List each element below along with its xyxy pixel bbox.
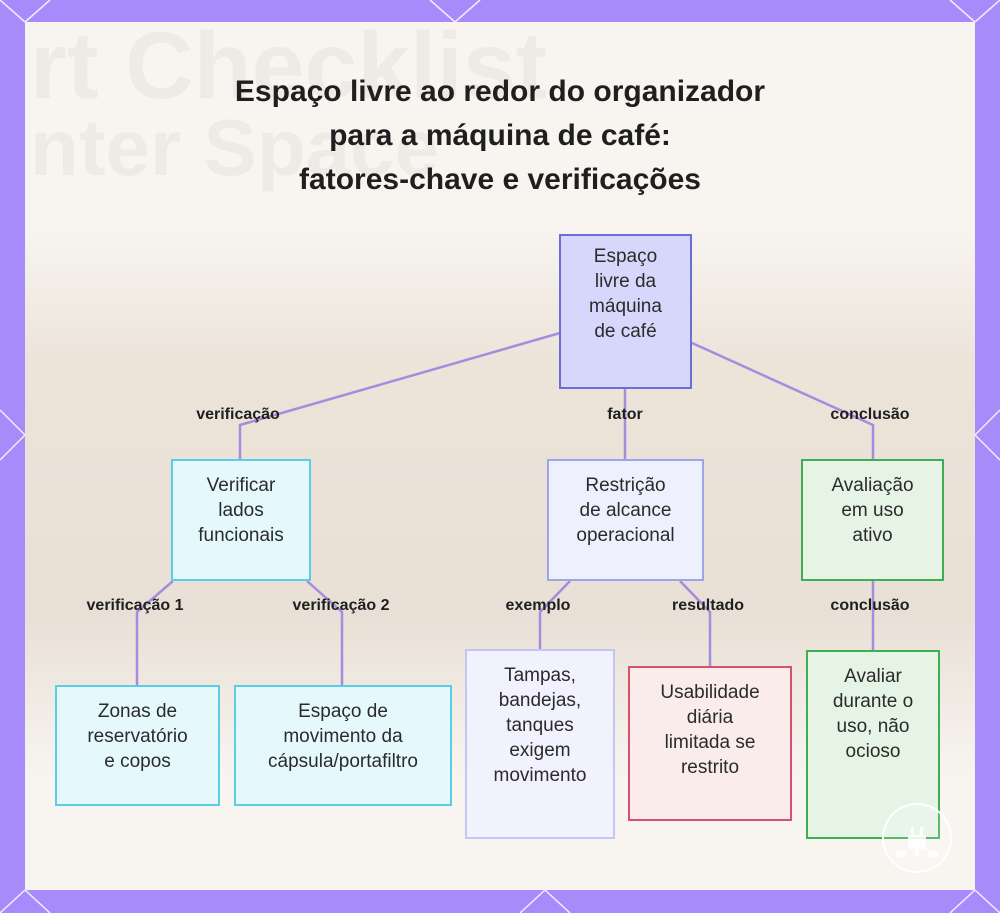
edge-restricao-tampas (540, 581, 570, 650)
node-tampas-bandejas: Tampas, bandejas, tanques exigem movimen… (465, 649, 615, 839)
plug-icon (884, 805, 950, 871)
edge-label-fator: fator (607, 406, 643, 424)
edge-root-verificar (240, 333, 560, 460)
plug-badge-icon (882, 803, 952, 873)
node-restricao-alcance: Restrição de alcance operacional (547, 459, 704, 581)
node-zonas-reservatorio: Zonas de reservatório e copos (55, 685, 220, 806)
edge-label-exemplo: exemplo (506, 597, 571, 615)
node-espaco-movimento: Espaço de movimento da cápsula/portafilt… (234, 685, 452, 806)
edge-restricao-usabilidade (680, 581, 710, 667)
edge-root-avaliacao (692, 343, 873, 460)
node-usabilidade-diaria-text: Usabilidade diária limitada se restrito (660, 680, 759, 780)
node-zonas-reservatorio-text: Zonas de reservatório e copos (87, 699, 187, 774)
node-avaliar-durante-uso-text: Avaliar durante o uso, não ocioso (833, 664, 913, 764)
node-tampas-bandejas-text: Tampas, bandejas, tanques exigem movimen… (494, 663, 587, 788)
edge-label-conclusao-2: conclusão (830, 597, 909, 615)
node-restricao-alcance-text: Restrição de alcance operacional (576, 473, 674, 548)
edge-label-verificacao-2: verificação 2 (293, 597, 390, 615)
edge-label-conclusao-1: conclusão (830, 406, 909, 424)
node-root-espaco-livre: Espaço livre da máquina de café (559, 234, 692, 389)
node-verificar-lados: Verificar lados funcionais (171, 459, 311, 581)
node-avaliacao-uso-text: Avaliação em uso ativo (831, 473, 913, 548)
node-espaco-movimento-text: Espaço de movimento da cápsula/portafilt… (268, 699, 418, 774)
edge-label-verificacao: verificação (196, 406, 280, 424)
edge-label-verificacao-1: verificação 1 (87, 597, 184, 615)
node-usabilidade-diaria: Usabilidade diária limitada se restrito (628, 666, 792, 821)
edge-label-resultado: resultado (672, 597, 744, 615)
node-root-text: Espaço livre da máquina de café (589, 244, 662, 344)
node-verificar-lados-text: Verificar lados funcionais (198, 473, 284, 548)
node-avaliacao-uso: Avaliação em uso ativo (801, 459, 944, 581)
